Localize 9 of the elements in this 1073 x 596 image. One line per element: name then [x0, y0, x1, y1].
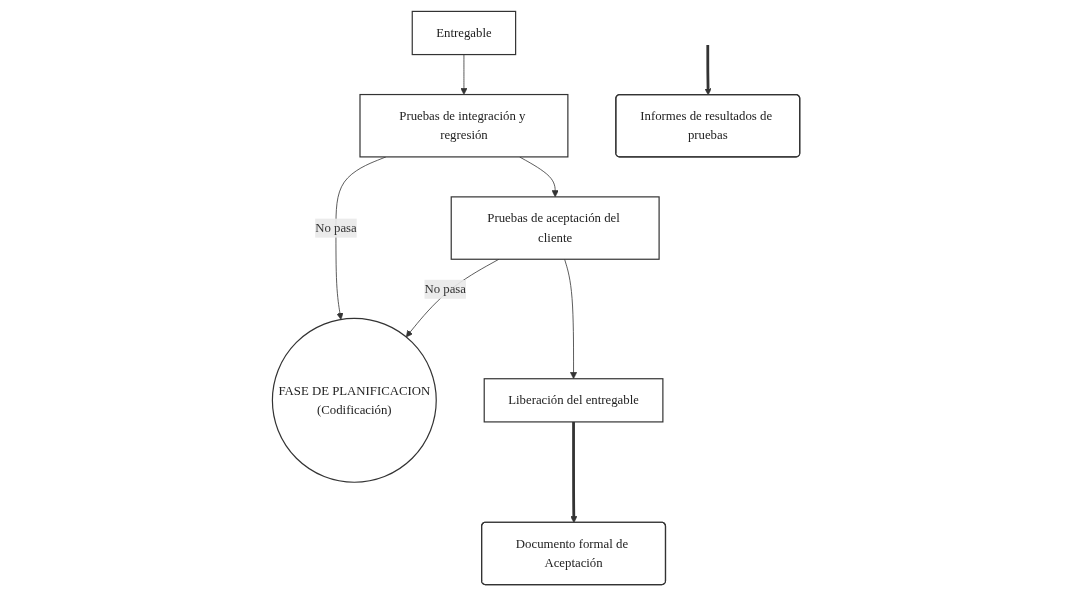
node-box: Pruebas de aceptación del cliente [451, 196, 661, 260]
arrow [570, 421, 578, 523]
edge-label: No pasa [315, 220, 358, 235]
node-circle: FASE DE PLANIFICACION (Codificación) [272, 317, 438, 483]
node-box: Pruebas de integración y regresión [359, 93, 569, 158]
node-box: Entregable [412, 10, 517, 56]
arrow [705, 45, 712, 96]
node-box: Liberación del entregable [484, 378, 664, 423]
edge-label: No pasa [424, 282, 467, 296]
